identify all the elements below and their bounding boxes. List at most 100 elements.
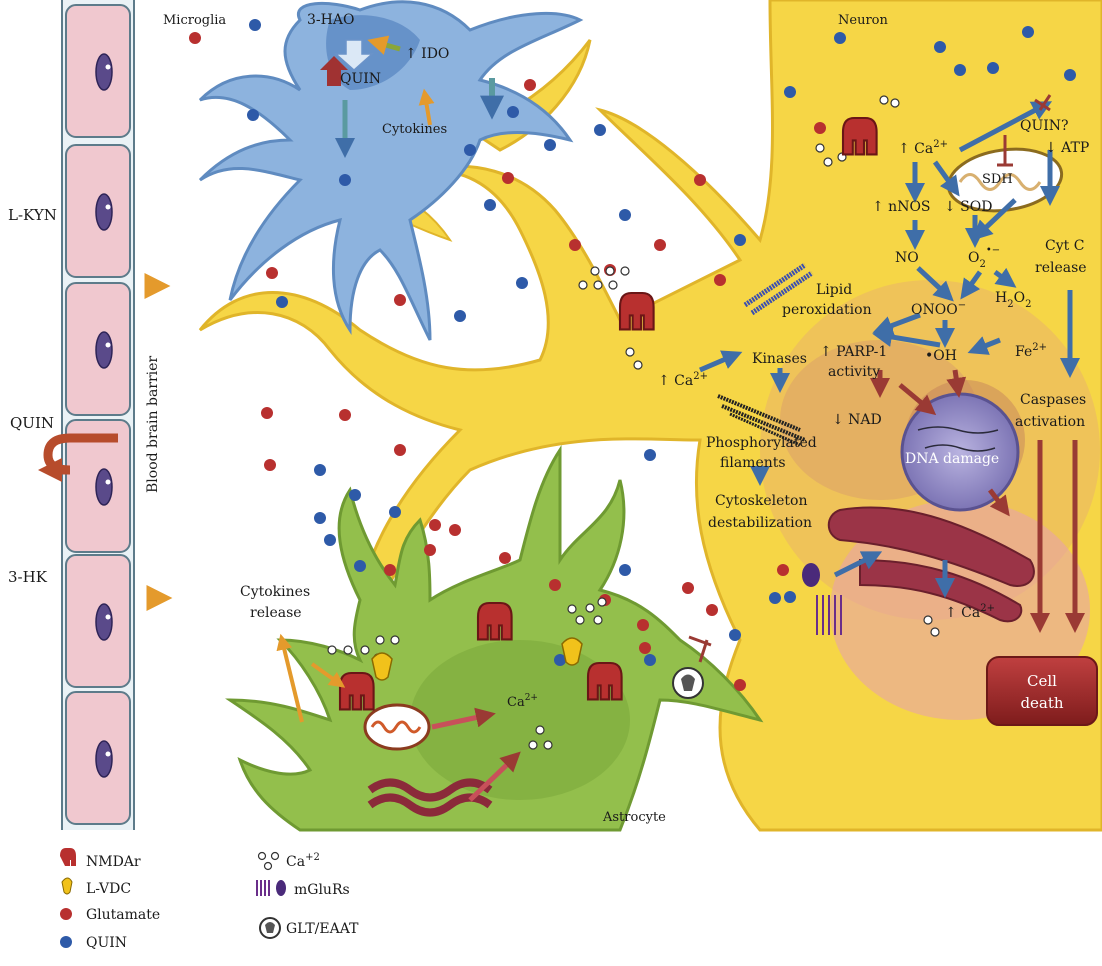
calcium-ion [567,604,577,614]
legend-label-quin: QUIN [86,935,127,951]
endothelial-nucleus [95,603,113,641]
quin-molecule [1064,69,1076,81]
nmdar-body [338,671,375,711]
calcium-ion [593,615,603,625]
calcium-ion [593,280,603,290]
nmdar-receptor [476,601,513,641]
endothelial-nucleolus [105,64,111,70]
quin-molecule [594,124,606,136]
legend-label-mglurs: mGluRs [294,882,350,898]
glt-core [681,674,695,691]
legend-item-glt: GLT/EAAT [259,917,359,939]
quin-molecule [349,489,361,501]
calcium-ion [633,360,643,370]
nmdar-receptor [841,116,878,156]
quin-molecule [1022,26,1034,38]
calcium-ion [375,635,385,645]
quin-molecule [354,560,366,572]
receptors [338,116,878,711]
cytoskeleton-filaments [717,394,806,447]
glutamate-molecule [394,444,406,456]
label-quin-left: QUIN [10,414,54,432]
label-sdh: SDH [982,172,1013,187]
label-lipid-2: peroxidation [782,302,872,318]
nmdar-receptor [618,291,655,331]
calcium-ion [590,266,600,276]
cell-death-line-2: death [1020,694,1063,712]
legend-item-mglurs: mGluRs [256,880,350,898]
calcium-ion [815,143,825,153]
mglur-head [802,563,820,587]
lvdc-channel [371,652,393,681]
label-nnos: ↑ nNOS [872,199,931,215]
calcium-ion [605,266,615,276]
quin-molecules [247,19,1076,666]
quin-molecule [249,19,261,31]
quin-molecule [554,654,566,666]
label-ca-bottom: ↑ Ca2+ [945,603,995,621]
microglia-cell [198,0,584,341]
nmdar-body [618,291,655,331]
astrocyte-arrows [276,633,712,802]
quin-molecule [619,564,631,576]
glutamate-molecule [777,564,789,576]
label-h2o2: H2O2 [995,290,1031,310]
quin-molecule [276,296,288,308]
lvdc-body [371,652,393,681]
glutamate-molecule [734,679,746,691]
endothelial-cell [65,554,131,688]
glt-transporter [672,667,704,699]
legend-item-ca: Ca+2 [257,851,320,871]
label-dna: DNA damage [905,451,999,467]
legend-item-lvdc: L-VDC [61,877,131,897]
quin-molecule [544,139,556,151]
label-nad: ↓ NAD [832,412,882,428]
label-caspases-2: activation [1015,414,1085,430]
calcium-ion [343,645,353,655]
legend-label-glt: GLT/EAAT [286,921,359,937]
nmdar-body [476,601,513,641]
cell-death-box: Cell death [986,656,1098,726]
neuron-pathway-arrows [699,101,1080,598]
label-caspases-1: Caspases [1020,392,1086,408]
label-o2: O2•− [968,245,1000,270]
legend-item-nmdar: NMDAr [60,848,141,870]
legend-label-nmdar: NMDAr [86,854,141,870]
endothelial-nucleolus [105,479,111,485]
neuron-damage-arrows [870,94,1085,633]
glutamate-molecule [637,619,649,631]
glutamate-molecule [429,519,441,531]
mglur-receptor [802,563,842,635]
label-lkyn: L-KYN [8,206,57,224]
label-3hao: 3-HAO [307,12,354,28]
legend-label-lvdc: L-VDC [86,881,131,897]
quin-molecule [644,654,656,666]
calcium-ion [390,635,400,645]
label-parp-1: ↑ PARP-1 [820,344,887,360]
endothelial-nucleus [95,468,113,506]
glutamate-molecule [694,174,706,186]
nmdar-receptor [586,661,623,701]
label-cytc-2: release [1035,260,1087,276]
endothelial-nucleolus [105,342,111,348]
glutamate-molecule [549,579,561,591]
glutamate-molecule [524,79,536,91]
labels: Microglia Neuron Astrocyte Blood brain b… [8,12,1089,825]
quin-molecule [734,234,746,246]
nmdar-receptor [338,671,375,711]
endothelial-nucleus [95,740,113,778]
quin-molecule [644,449,656,461]
quin-molecule [729,629,741,641]
glutamate-molecule [639,642,651,654]
glutamate-molecule [449,524,461,536]
endothelial-cell [65,144,131,278]
quin-molecule [769,592,781,604]
label-atp: ↓ ATP [1045,140,1089,156]
label-cyto-1: Cytoskeleton [715,493,807,509]
glutamate-molecule [394,294,406,306]
glutamate-molecule [384,564,396,576]
quin-molecule [619,209,631,221]
glutamate-molecule [706,604,718,616]
calcium-ion [578,280,588,290]
